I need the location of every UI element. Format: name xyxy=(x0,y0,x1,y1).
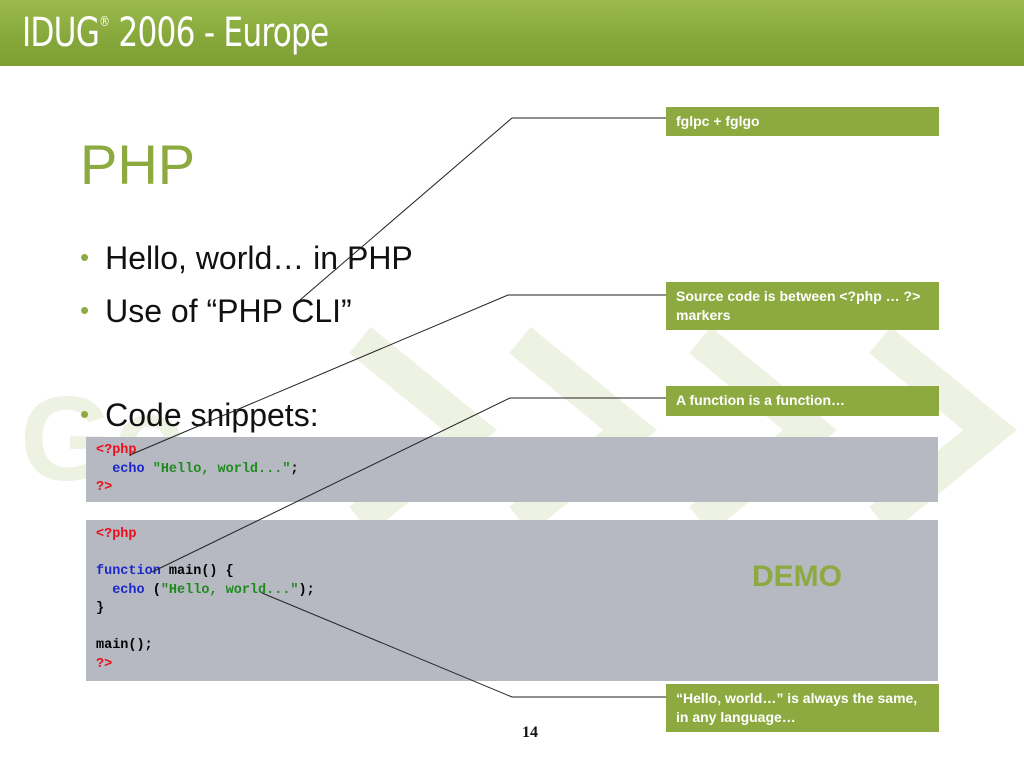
callout-source-code: Source code is between <?php … ?> marker… xyxy=(666,282,939,330)
code-snippet-function: <?php function main() { echo ("Hello, wo… xyxy=(86,520,938,681)
code-line: ?> xyxy=(96,480,113,495)
bullet-item: •Hello, world… in PHP xyxy=(80,240,413,276)
callout-fglpc: fglpc + fglgo xyxy=(666,107,939,136)
code-line: main(); xyxy=(96,638,153,653)
code-line: echo "Hello, world..."; xyxy=(112,461,299,477)
code-line xyxy=(96,619,928,638)
header-banner: IDUG® 2006 - Europe xyxy=(0,0,1024,66)
bullet-dot: • xyxy=(80,295,90,325)
bullet-item: •Code snippets: xyxy=(80,397,319,433)
code-line: ?> xyxy=(96,656,113,672)
bullet-dot: • xyxy=(80,242,90,272)
page-number: 14 xyxy=(522,724,538,741)
header-title: IDUG® 2006 - Europe xyxy=(22,10,329,56)
callout-hello-world: “Hello, world…” is always the same, in a… xyxy=(666,684,939,732)
code-snippet-hello: <?php echo "Hello, world..."; ?> xyxy=(86,437,938,502)
demo-label: DEMO xyxy=(752,560,842,593)
code-line: <?php xyxy=(96,527,137,542)
code-line: <?php xyxy=(96,443,137,458)
background-arrows-watermark: Go xyxy=(20,326,1017,534)
slide-title: PHP xyxy=(80,133,196,196)
bullet-dot: • xyxy=(80,399,90,429)
callout-function: A function is a function… xyxy=(666,386,939,416)
bullet-item: •Use of “PHP CLI” xyxy=(80,293,352,329)
code-line: } xyxy=(96,601,105,616)
